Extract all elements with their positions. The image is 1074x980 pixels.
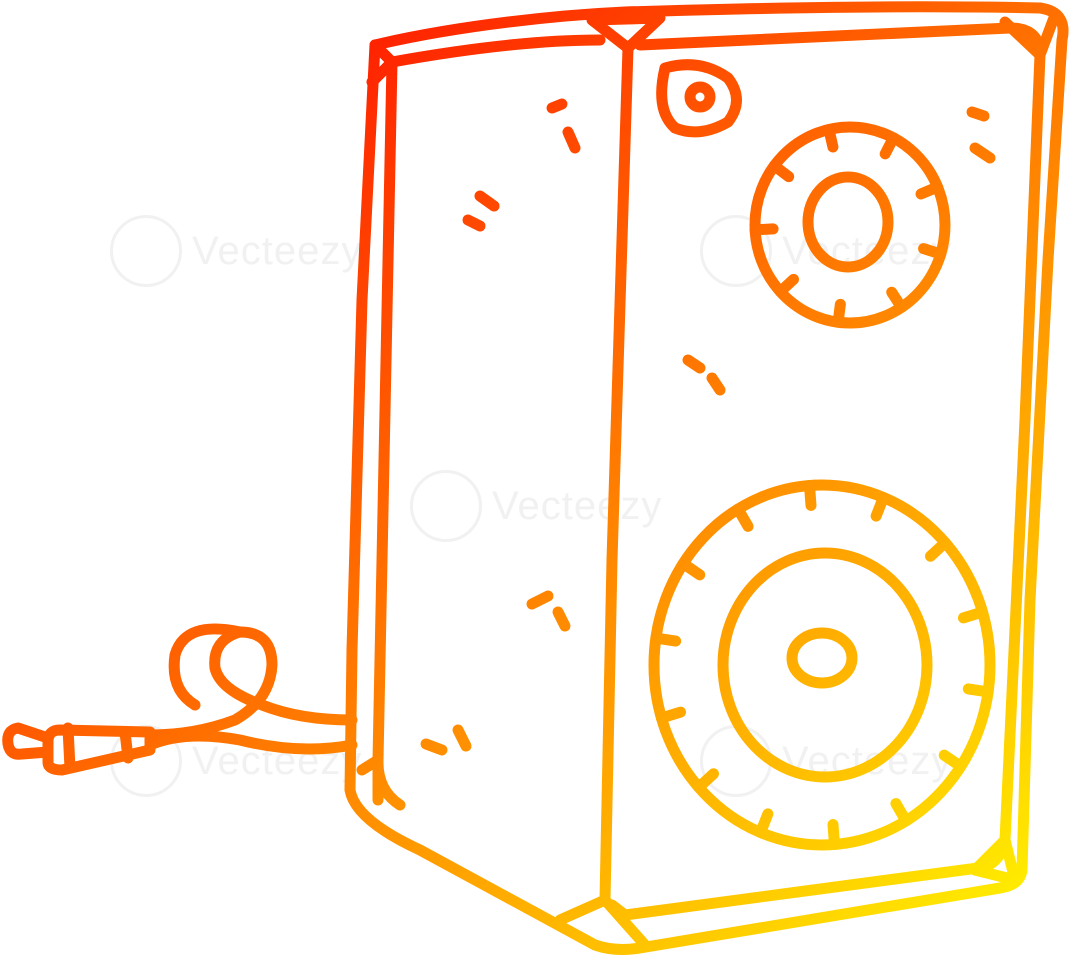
highlight-dash (966, 106, 990, 122)
audio-plug (42, 724, 156, 776)
woofer-tick (732, 503, 754, 532)
woofer-outer-ring (648, 479, 996, 851)
highlight-dash (474, 190, 500, 212)
woofer-tick (693, 768, 719, 793)
woofer-tick (755, 808, 774, 839)
woofer-tick (677, 558, 706, 581)
tweeter-tick (886, 286, 907, 313)
side-panel-top-edge (386, 34, 606, 68)
woofer-dust-cap (786, 627, 858, 689)
tweeter-tick (768, 160, 795, 183)
highlight-dash (420, 738, 448, 756)
highlight-dash (969, 142, 996, 164)
speaker-cable-lower (144, 730, 358, 755)
woofer-tick (655, 706, 687, 724)
tweeter-cone (802, 171, 894, 273)
corner-detail (999, 9, 1061, 61)
woofer-tick (827, 819, 840, 851)
cabinet-seam (599, 42, 634, 906)
woofer-tick (957, 606, 989, 624)
highlight-dash (462, 214, 486, 232)
woofer-tick (962, 683, 994, 698)
highlight-dash (526, 590, 554, 610)
tweeter-tick (879, 132, 899, 160)
corner-detail (554, 894, 651, 951)
highlight-dash (552, 606, 571, 632)
speaker-cable-loop (168, 623, 246, 711)
tweeter-tick (918, 243, 947, 260)
tweeter-tick (749, 223, 779, 236)
woofer-tick (804, 479, 817, 511)
tweeter-tick (832, 298, 846, 328)
woofer-tick (938, 749, 967, 772)
corner-detail (366, 39, 398, 88)
input-jack (656, 59, 742, 138)
highlight-dash (546, 98, 568, 114)
highlight-dash (706, 372, 726, 396)
audio-plug-band (62, 722, 76, 774)
side-panel-left-edge (372, 56, 406, 811)
input-jack-hole (684, 81, 716, 113)
tweeter-tick (823, 123, 839, 153)
woofer-tick (925, 537, 951, 562)
woofer-tick (890, 798, 912, 827)
corner-detail (356, 754, 384, 806)
corner-detail (969, 834, 1021, 886)
corner-detail (586, 12, 666, 54)
audio-plug-tip (2, 722, 54, 760)
cabinet-outline (344, 1, 1069, 955)
woofer-tick (870, 491, 889, 522)
speaker-details (420, 98, 996, 851)
highlight-dash (562, 126, 581, 154)
audio-plug-band (119, 726, 134, 764)
tweeter-tick (774, 273, 800, 298)
tweeter-tick (915, 181, 944, 200)
woofer-tick (650, 632, 682, 647)
woofer-inner-ring (717, 547, 933, 783)
highlight-dash (682, 354, 706, 374)
highlight-dash (452, 724, 472, 752)
